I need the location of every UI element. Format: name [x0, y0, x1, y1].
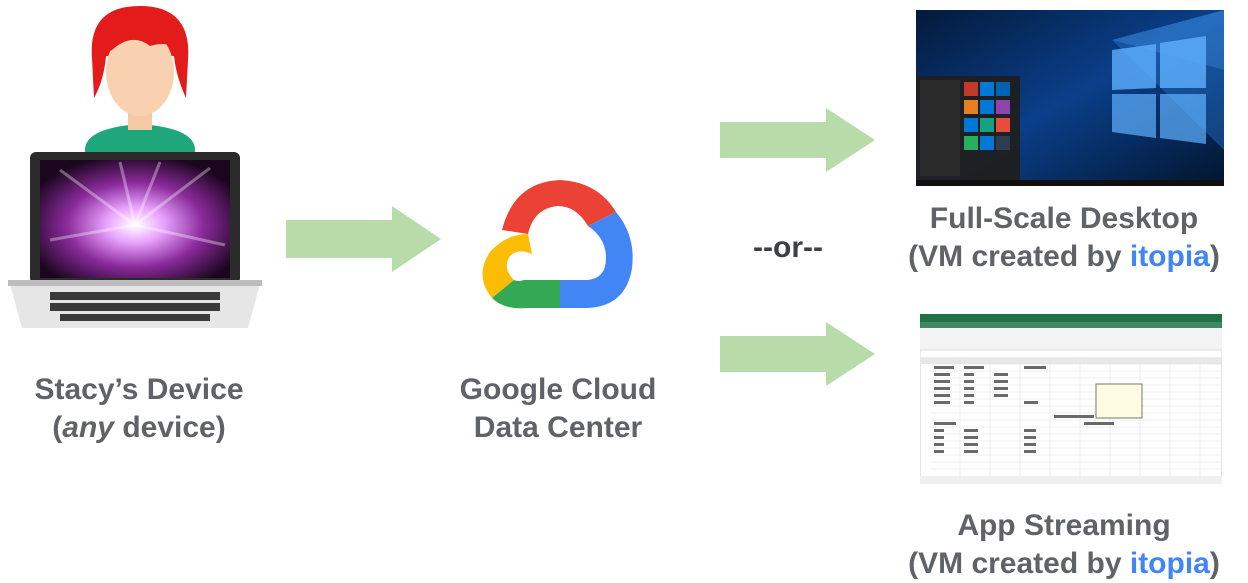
arrow-to-cloud — [286, 206, 441, 272]
itopia-brand: itopia — [1129, 240, 1210, 273]
or-separator: --or-- — [753, 231, 823, 264]
streaming-label-line1: App Streaming — [957, 509, 1171, 542]
device-label-line1: Stacy’s Device — [34, 373, 244, 406]
user-laptop-illustration — [8, 6, 262, 328]
cloud-label-line2: Data Center — [473, 411, 643, 444]
streaming-label: App Streaming (VM created by itopia) — [880, 507, 1248, 583]
desktop-label-line1: Full-Scale Desktop — [929, 202, 1199, 235]
arrow-to-app-streaming — [720, 322, 875, 386]
arrow-to-desktop — [720, 108, 875, 172]
streaming-label-line2: (VM created by itopia) — [908, 547, 1220, 580]
excel-app-screenshot — [920, 314, 1222, 484]
google-cloud-logo-icon — [482, 180, 633, 309]
itopia-brand: itopia — [1129, 547, 1210, 580]
device-label-line2: (any device) — [52, 411, 226, 444]
device-label: Stacy’s Device (any device) — [0, 371, 278, 447]
desktop-label: Full-Scale Desktop (VM created by itopia… — [880, 200, 1248, 276]
windows-desktop-screenshot — [916, 10, 1224, 186]
desktop-label-line2: (VM created by itopia) — [908, 240, 1220, 273]
cloud-label: Google Cloud Data Center — [420, 371, 696, 447]
cloud-label-line1: Google Cloud — [459, 373, 657, 406]
